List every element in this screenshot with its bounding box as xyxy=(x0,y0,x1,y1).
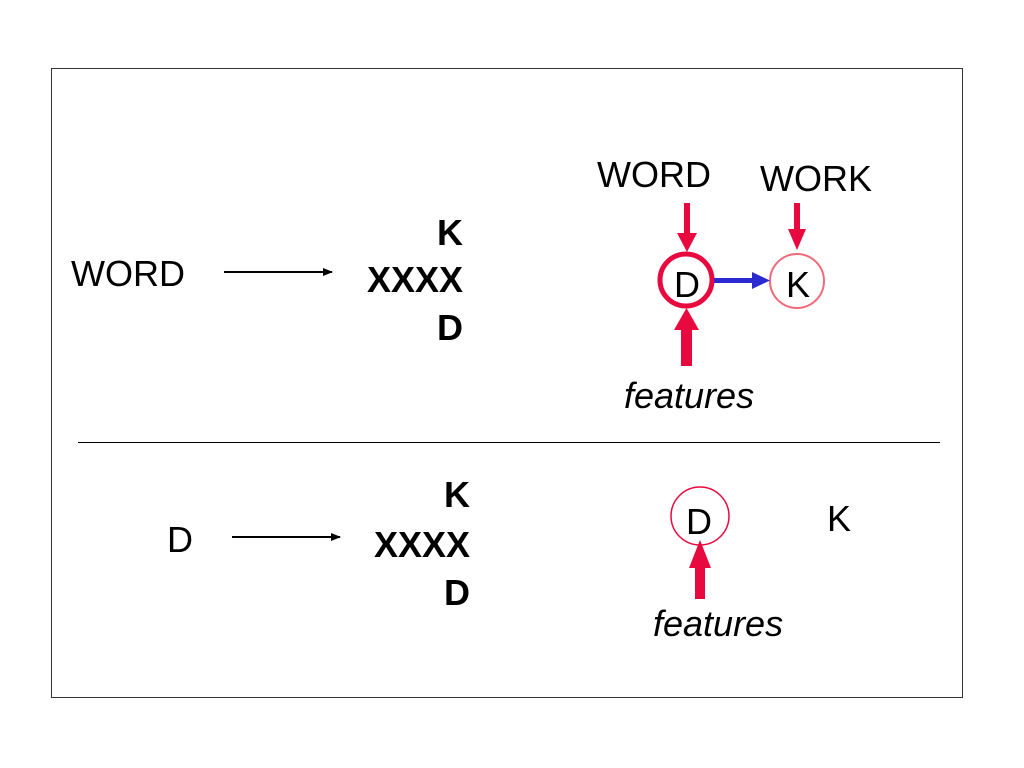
bottom-d-node xyxy=(670,486,730,546)
top-k-node-letter: K xyxy=(786,264,811,305)
top-d-node xyxy=(657,251,715,309)
top-features-label: features xyxy=(624,375,755,416)
top-d-node-letter: D xyxy=(674,264,700,305)
top-features-arrow xyxy=(674,308,699,366)
d-to-k-link-arrow xyxy=(714,272,770,289)
bottom-features-arrow xyxy=(689,540,711,599)
bottom-k-letter: K xyxy=(827,498,852,539)
top-input-word: WORD xyxy=(71,253,185,294)
work-to-k-arrow xyxy=(788,203,806,250)
bottom-features-label: features xyxy=(653,603,784,644)
bottom-d-node-letter: D xyxy=(686,501,712,542)
panel-divider xyxy=(78,442,940,443)
bottom-display-bottom-letter: D xyxy=(444,572,470,613)
bottom-display-mask: XXXX xyxy=(373,524,470,565)
top-display-mask: XXXX xyxy=(366,259,463,300)
bottom-input-letter: D xyxy=(167,519,193,560)
top-display-bottom-letter: D xyxy=(437,307,463,348)
top-display-top-letter: K xyxy=(437,212,463,253)
bottom-display-top-letter: K xyxy=(444,474,470,515)
word-to-d-arrow xyxy=(677,203,697,252)
top-k-node xyxy=(769,253,825,309)
slide-frame xyxy=(51,68,963,698)
work-node-label: WORK xyxy=(760,158,872,199)
word-node-label: WORD xyxy=(597,154,711,195)
